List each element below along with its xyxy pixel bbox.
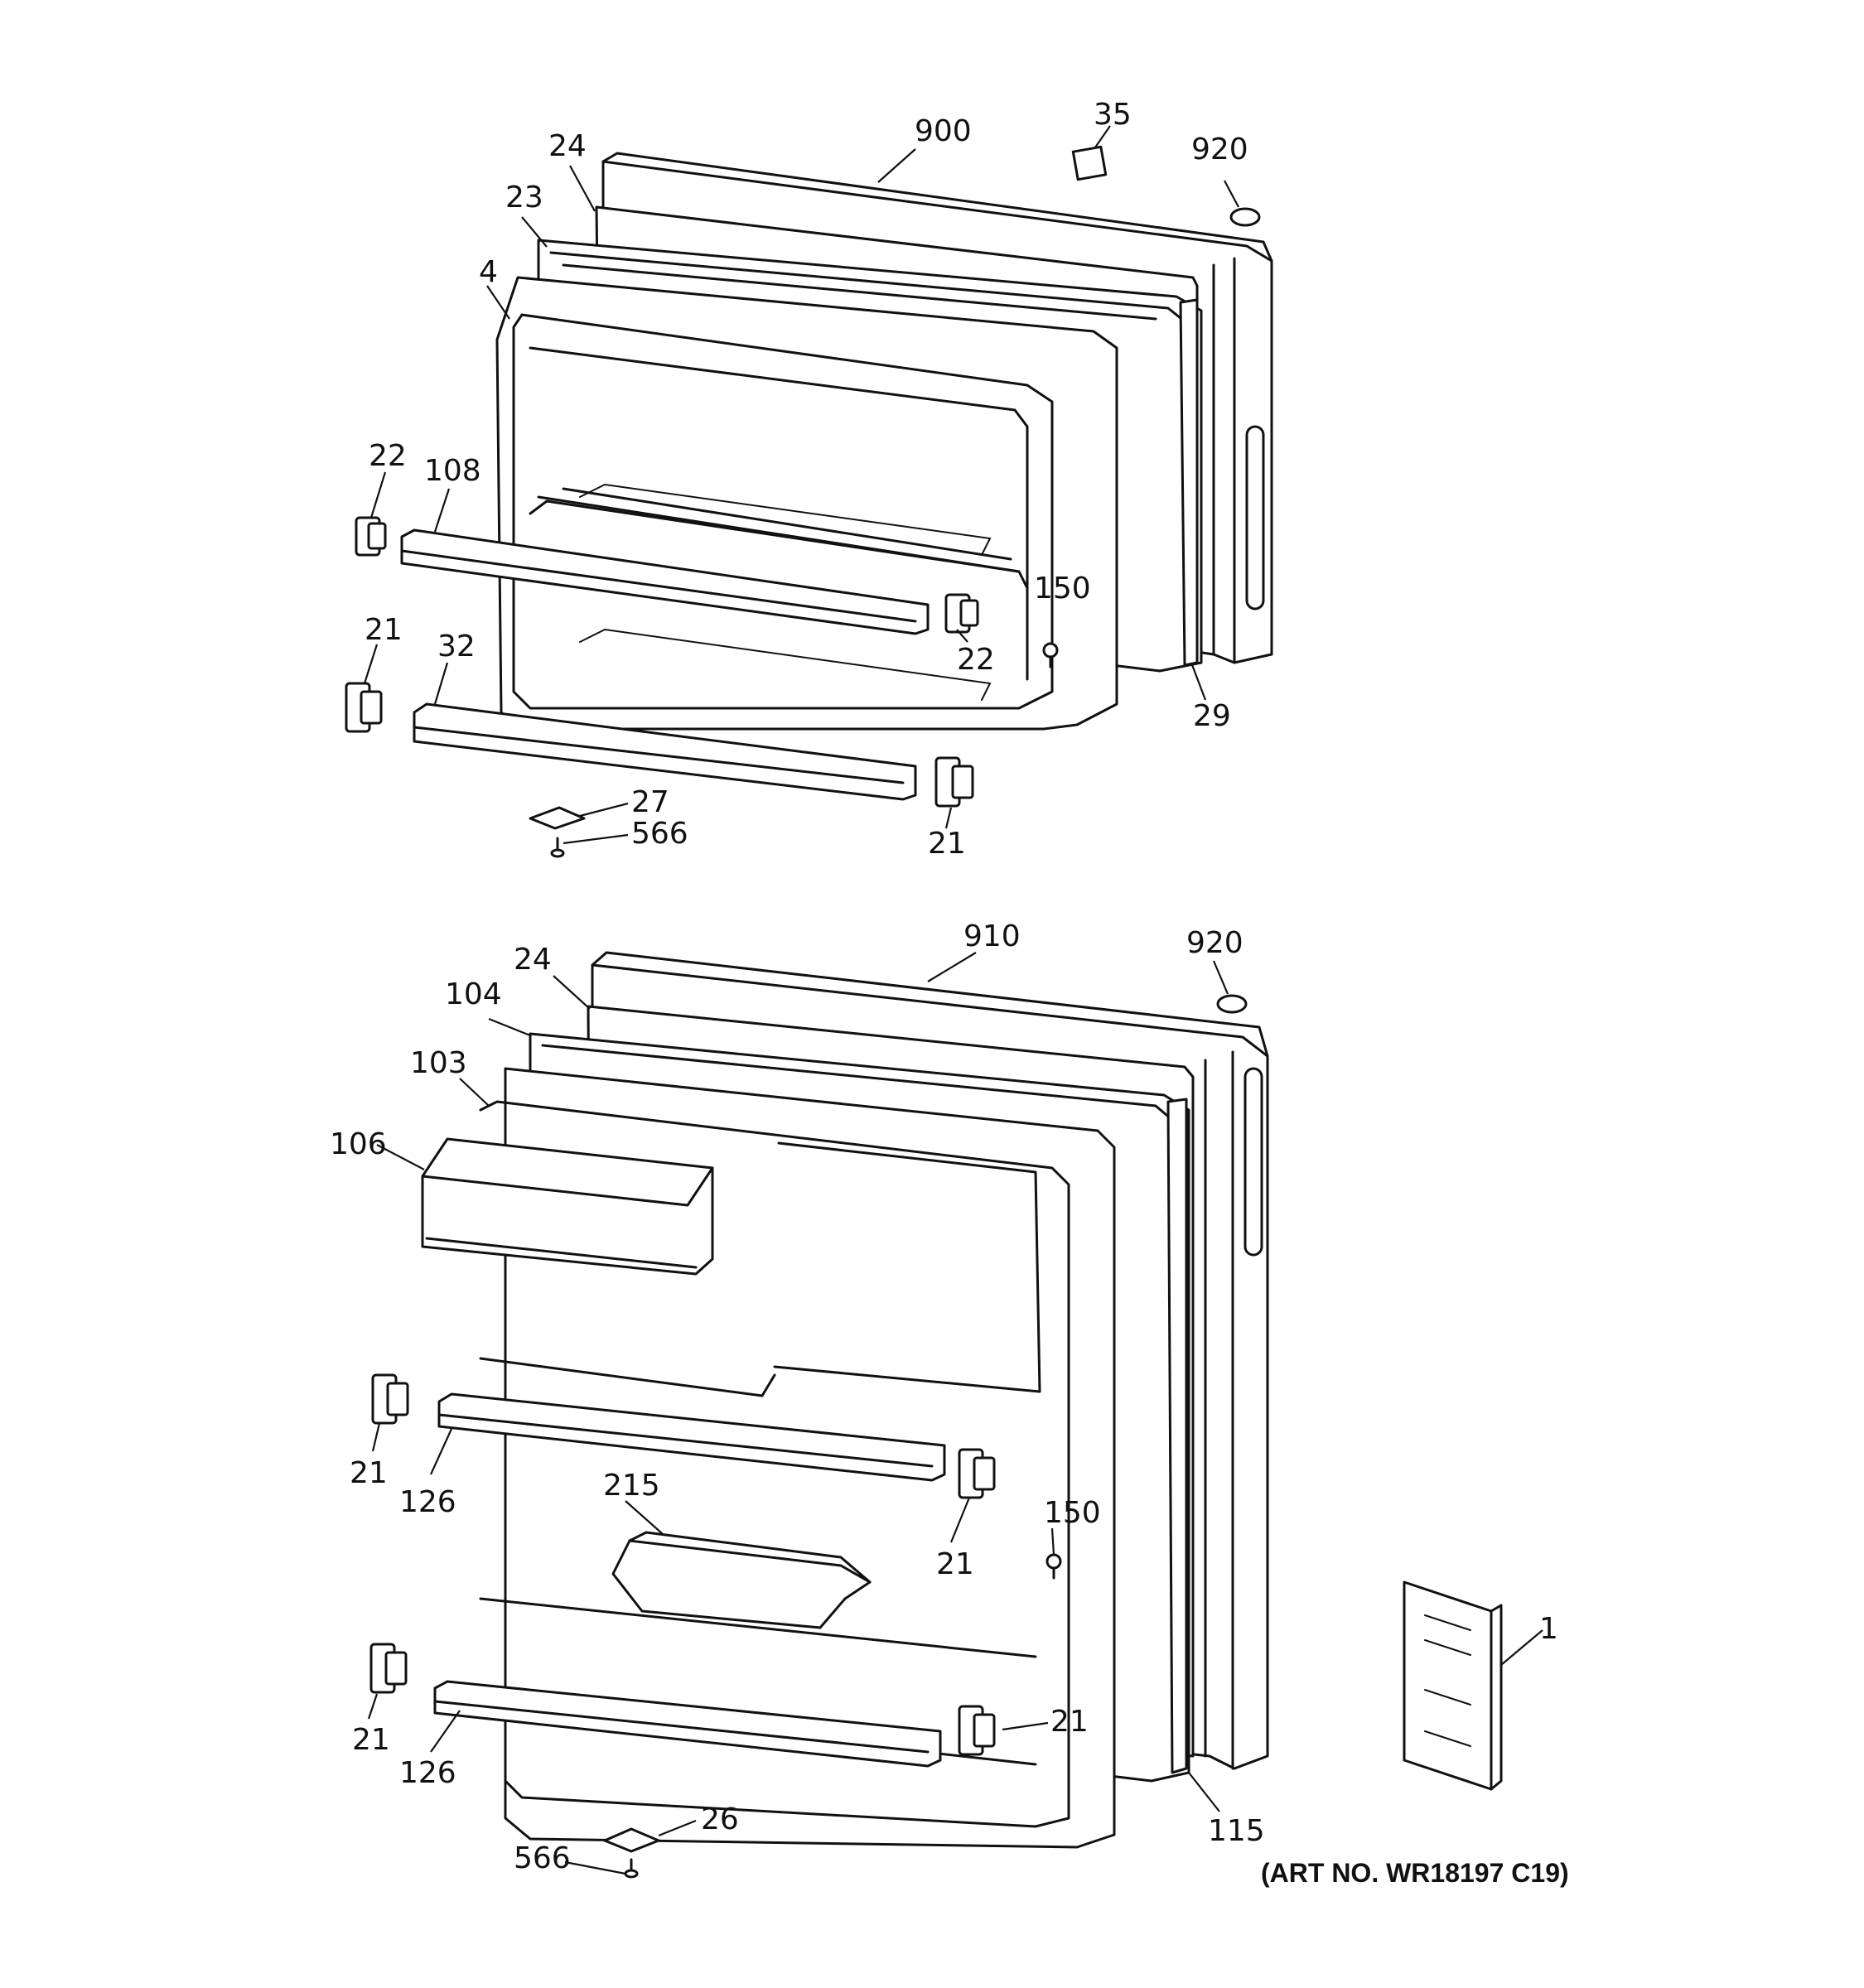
callout-21: 21 [1050,1705,1089,1739]
art-number: (ART NO. WR18197 C19) [1261,1858,1569,1888]
callout-900: 900 [915,114,972,148]
part-21-clip-upper-left [371,1373,409,1425]
part-22-clip-left [355,516,387,557]
part-150-screw [1045,1553,1062,1580]
callout-106: 106 [330,1127,387,1161]
callout-29: 29 [1193,699,1231,733]
callout-150: 150 [1044,1496,1101,1530]
callout-32: 32 [437,630,476,663]
callout-24: 24 [548,129,587,163]
callout-566: 566 [631,817,688,851]
part-115-side-strip [1166,1098,1188,1774]
callout-108: 108 [424,454,481,488]
part-35-plug [1071,145,1108,181]
callout-22: 22 [957,643,995,677]
part-106-dairy-bin [421,1137,714,1276]
fresh-food-door-assembly [369,951,1503,1879]
callout-1: 1 [1539,1612,1558,1646]
callout-21: 21 [936,1547,974,1581]
callout-920: 920 [1186,926,1243,960]
callout-27: 27 [631,785,669,819]
part-32-shelf-bar [413,702,917,801]
part-566-screw [624,1858,639,1879]
callout-126: 126 [399,1756,456,1790]
callout-21: 21 [365,613,403,647]
callout-26: 26 [701,1802,739,1836]
part-126-shelf-bar-lower [433,1680,942,1768]
part-215-shelf-bin [611,1531,872,1629]
callout-22: 22 [369,439,407,473]
callout-920: 920 [1191,133,1248,166]
callout-labels: 900 35 920 24 23 4 22 108 150 22 21 32 2… [330,98,1569,1888]
callout-104: 104 [445,977,502,1011]
leader-lines [363,125,1543,1875]
part-29-side-strip [1179,298,1199,667]
callout-4: 4 [479,255,498,289]
callout-910: 910 [963,919,1021,953]
callout-103: 103 [410,1046,467,1080]
part-126-shelf-bar-upper [437,1392,946,1482]
part-27-hinge-cover [529,806,586,830]
callout-23: 23 [505,181,543,215]
part-920-plug [1216,994,1248,1014]
callout-21: 21 [928,827,966,861]
callout-21: 21 [350,1456,388,1490]
part-21-clip-lower-right [958,1705,996,1756]
part-1-owners-manual [1403,1580,1503,1791]
part-108-shelf-bar [400,528,930,635]
callout-215: 215 [603,1469,660,1503]
part-4-door-liner [495,276,1118,731]
callout-126: 126 [399,1485,456,1519]
part-21-clip-lower-left [369,1643,408,1694]
part-566-screw [550,837,565,858]
callout-24: 24 [514,943,552,977]
part-21-clip-upper-right [958,1448,996,1499]
part-22-clip-right [944,593,979,634]
callout-21: 21 [352,1723,390,1757]
callout-35: 35 [1094,98,1132,132]
part-21-clip-left [345,682,383,733]
part-150-screw [1042,642,1059,668]
callout-150: 150 [1034,572,1091,606]
callout-115: 115 [1208,1814,1265,1848]
freezer-door-assembly [345,145,1273,858]
callout-566: 566 [514,1841,571,1875]
part-26-hinge-cover [603,1827,660,1853]
part-920-plug [1229,207,1261,227]
part-21-clip-right [934,756,974,808]
